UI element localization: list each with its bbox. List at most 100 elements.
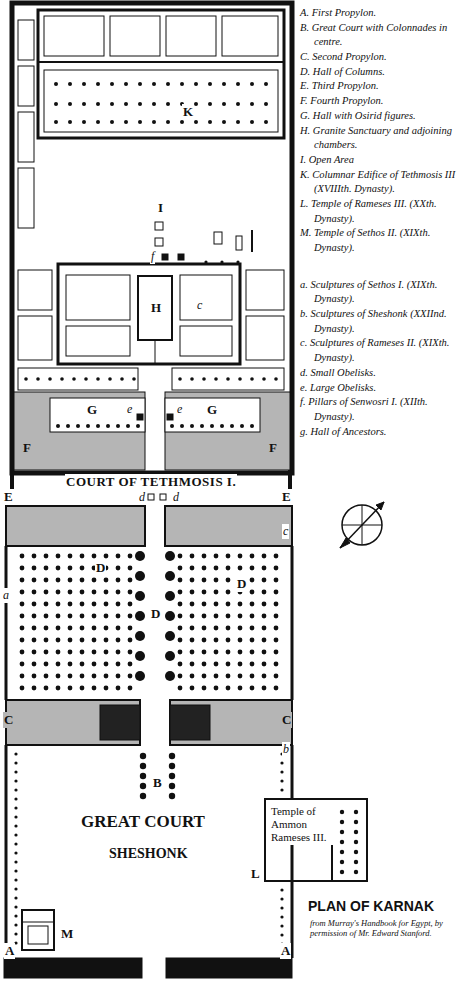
column bbox=[178, 638, 183, 643]
colonnade bbox=[14, 887, 17, 890]
column bbox=[54, 82, 268, 124]
key: A. First Propylon.B. Great Court with Co… bbox=[300, 6, 468, 439]
column bbox=[226, 602, 231, 607]
column bbox=[116, 674, 121, 679]
column bbox=[32, 650, 37, 655]
obelisk bbox=[137, 414, 143, 420]
great-column bbox=[135, 571, 145, 581]
column bbox=[128, 626, 133, 631]
colonnade bbox=[14, 752, 17, 944]
great-column bbox=[165, 651, 175, 661]
great-column bbox=[135, 651, 145, 661]
column bbox=[274, 650, 279, 655]
column bbox=[96, 120, 100, 124]
column bbox=[202, 662, 207, 667]
column bbox=[274, 614, 279, 619]
column bbox=[238, 377, 242, 381]
callout-letter: c bbox=[282, 524, 289, 539]
callout-letter: d bbox=[172, 490, 180, 505]
sethos-temple bbox=[22, 910, 54, 950]
column bbox=[190, 602, 195, 607]
wall bbox=[246, 316, 284, 360]
column bbox=[44, 590, 49, 595]
wall bbox=[18, 368, 138, 390]
column bbox=[222, 82, 226, 86]
column bbox=[92, 686, 97, 691]
column bbox=[354, 810, 358, 814]
column bbox=[214, 614, 219, 619]
column bbox=[214, 554, 219, 559]
column bbox=[190, 626, 195, 631]
column bbox=[128, 578, 133, 583]
great-column bbox=[135, 551, 175, 681]
column bbox=[340, 870, 344, 874]
column bbox=[116, 650, 121, 655]
colonnade bbox=[14, 806, 17, 809]
osirid-pillar bbox=[56, 424, 140, 428]
legend-entry: I. Open Area bbox=[300, 153, 468, 168]
column bbox=[202, 650, 207, 655]
column bbox=[82, 120, 86, 124]
column bbox=[214, 662, 219, 667]
legend-entry: C. Second Propylon. bbox=[300, 50, 468, 65]
temple-box: Temple of Ammon Rameses III. bbox=[264, 798, 368, 882]
osirid-pillar bbox=[116, 424, 120, 428]
column bbox=[262, 626, 267, 631]
column bbox=[178, 377, 278, 381]
column bbox=[178, 602, 183, 607]
column bbox=[44, 626, 49, 631]
column bbox=[20, 662, 25, 667]
column bbox=[250, 686, 255, 691]
column bbox=[190, 638, 195, 643]
column bbox=[220, 260, 223, 263]
great-column bbox=[165, 611, 175, 621]
column bbox=[194, 102, 198, 106]
column bbox=[104, 602, 109, 607]
column bbox=[236, 102, 240, 106]
column bbox=[128, 590, 133, 595]
legend-entry: d. Small Obelisks. bbox=[300, 366, 468, 381]
column bbox=[32, 554, 37, 559]
wall bbox=[172, 368, 284, 390]
column bbox=[32, 626, 37, 631]
colonnade bbox=[280, 761, 283, 764]
osirid-pillar bbox=[86, 424, 90, 428]
column bbox=[68, 614, 73, 619]
colonnade bbox=[280, 933, 283, 936]
column bbox=[238, 626, 243, 631]
column bbox=[68, 554, 73, 559]
column bbox=[54, 102, 58, 106]
wall bbox=[180, 275, 232, 320]
column bbox=[264, 82, 268, 86]
column bbox=[226, 614, 231, 619]
column bbox=[92, 554, 97, 559]
callout-letter: G bbox=[86, 402, 98, 418]
column bbox=[56, 638, 61, 643]
column bbox=[264, 120, 268, 124]
column bbox=[56, 554, 61, 559]
column bbox=[84, 377, 88, 381]
column bbox=[56, 686, 61, 691]
colonnade bbox=[280, 752, 283, 945]
column bbox=[92, 674, 97, 679]
propylon bbox=[6, 506, 145, 546]
column bbox=[226, 626, 231, 631]
column bbox=[208, 102, 212, 106]
column bbox=[194, 120, 198, 124]
column bbox=[138, 120, 142, 124]
column bbox=[262, 662, 267, 667]
column bbox=[238, 686, 243, 691]
column bbox=[178, 626, 183, 631]
column bbox=[116, 662, 121, 667]
hall-wall bbox=[291, 546, 294, 700]
wall bbox=[214, 232, 222, 244]
colonnade bbox=[140, 753, 146, 759]
wall bbox=[110, 16, 160, 56]
column bbox=[20, 686, 25, 691]
column bbox=[80, 602, 85, 607]
column bbox=[24, 377, 28, 381]
area-name: GREAT COURT bbox=[80, 812, 206, 832]
column bbox=[124, 120, 128, 124]
callout-letter: H bbox=[150, 300, 162, 316]
column bbox=[178, 590, 183, 595]
